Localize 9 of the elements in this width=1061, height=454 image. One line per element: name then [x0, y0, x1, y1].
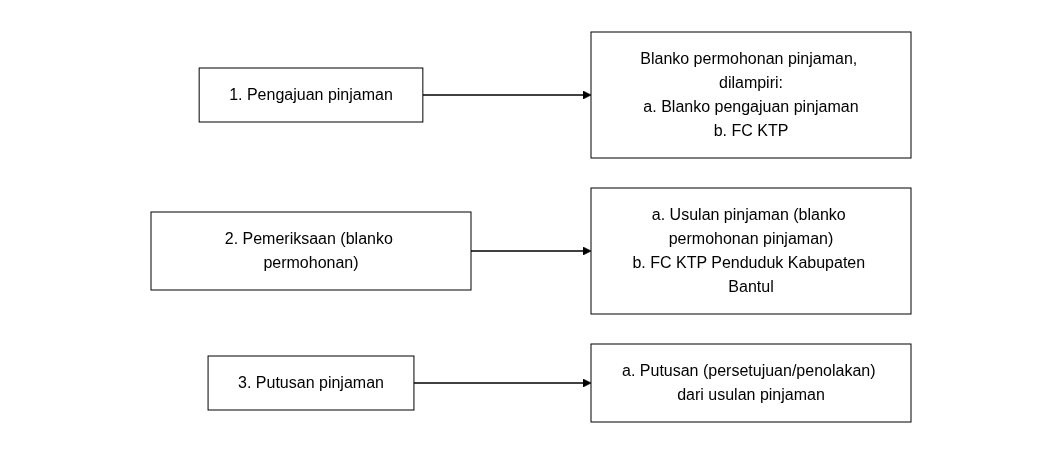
node-box: 1. Pengajuan pinjaman	[198, 67, 423, 123]
arrow	[469, 246, 591, 256]
node-box: a. Usulan pinjaman (blanko permohonan pinjaman) b. FC KTP Penduduk Kabupaten Bantul	[590, 187, 911, 315]
node-box: 2. Pemeriksaan (blanko permohonan)	[150, 211, 471, 291]
node-box: Blanko permohonan pinjaman, dilampiri: a. Blanko pengajuan pinjaman b. FC KTP	[590, 31, 911, 159]
arrow	[412, 378, 591, 388]
node-box: 3. Putusan pinjaman	[207, 355, 414, 411]
arrow	[421, 90, 591, 100]
node-box: a. Putusan (persetujuan/penolakan) dari usulan pinjaman	[590, 343, 911, 423]
